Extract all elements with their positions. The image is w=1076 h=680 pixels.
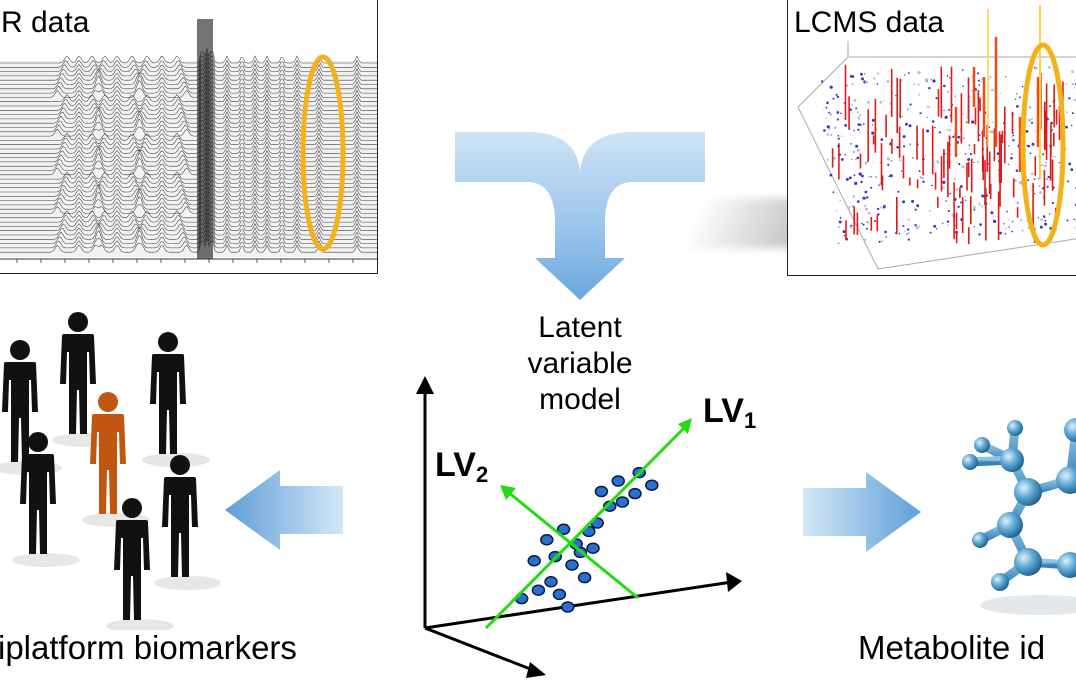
scatter-point-14 bbox=[628, 487, 642, 500]
right-arrow bbox=[803, 472, 921, 552]
scatter-point-22 bbox=[645, 479, 659, 491]
merge-arrow bbox=[455, 132, 705, 300]
lv2-main: LV bbox=[435, 446, 476, 484]
left-arrow bbox=[225, 470, 343, 550]
lv1-arrowhead bbox=[678, 418, 692, 434]
scatter-points bbox=[514, 466, 659, 613]
scatter-point-13 bbox=[615, 496, 630, 508]
lv1-label: LV1 bbox=[703, 392, 756, 434]
person-icon-5 bbox=[154, 455, 220, 590]
person-icon-2 bbox=[142, 332, 210, 467]
latent-variable-model-label: Latent variable model bbox=[500, 310, 660, 418]
lcms-3d-plot bbox=[797, 5, 1076, 270]
scatter-axes bbox=[416, 376, 742, 678]
scatter-point-4 bbox=[565, 559, 579, 571]
scatter-point-19 bbox=[594, 485, 609, 498]
lv2-arrowhead bbox=[500, 485, 516, 500]
left-caption: iplatform biomarkers bbox=[0, 629, 297, 666]
lcms-data-panel: LCMS data bbox=[787, 0, 1076, 276]
lv1-axis-line bbox=[484, 424, 688, 630]
molecule-atoms bbox=[962, 418, 1076, 591]
nmr-panel-label: R data bbox=[0, 5, 94, 41]
scatter-point-10 bbox=[540, 534, 554, 546]
nmr-spectra-plot bbox=[0, 19, 377, 263]
model-line-2: variable bbox=[527, 347, 633, 380]
nmr-x-axis bbox=[0, 258, 377, 263]
latent-variable-scatter-plot bbox=[416, 376, 742, 678]
model-line-1: Latent bbox=[538, 311, 622, 344]
lv2-axis-line bbox=[507, 490, 639, 600]
scatter-point-2 bbox=[544, 576, 558, 588]
lv2-label: LV2 bbox=[435, 446, 488, 488]
lcms-highlight-ellipse bbox=[1020, 42, 1066, 248]
molecule-shadow bbox=[980, 595, 1076, 615]
lv1-main: LV bbox=[703, 392, 744, 430]
person-icon-4 bbox=[12, 432, 80, 567]
lv-axes bbox=[484, 418, 692, 630]
scatter-point-18 bbox=[527, 555, 541, 567]
scatter-point-17 bbox=[577, 571, 592, 584]
nmr-dense-peak bbox=[197, 19, 213, 259]
scatter-point-20 bbox=[561, 601, 575, 613]
right-caption: Metabolite id bbox=[858, 629, 1046, 666]
nmr-data-panel: R data bbox=[0, 0, 378, 274]
nmr-traces bbox=[0, 47, 377, 253]
lcms-panel-label: LCMS data bbox=[790, 5, 949, 41]
molecule-illustration bbox=[962, 418, 1076, 615]
lcms-peaks bbox=[831, 37, 1064, 245]
scatter-point-1 bbox=[531, 584, 546, 596]
scatter-point-15 bbox=[611, 475, 625, 487]
scatter-point-11 bbox=[556, 523, 571, 536]
lv1-sub: 1 bbox=[743, 408, 757, 433]
model-line-3: model bbox=[539, 383, 621, 416]
scatter-point-3 bbox=[552, 588, 567, 601]
person-icon-6 bbox=[106, 498, 174, 630]
lv2-sub: 2 bbox=[475, 462, 489, 487]
people-group-illustration bbox=[0, 312, 220, 630]
scatter-point-21 bbox=[586, 542, 600, 554]
nmr-highlight-ellipse bbox=[300, 54, 346, 252]
